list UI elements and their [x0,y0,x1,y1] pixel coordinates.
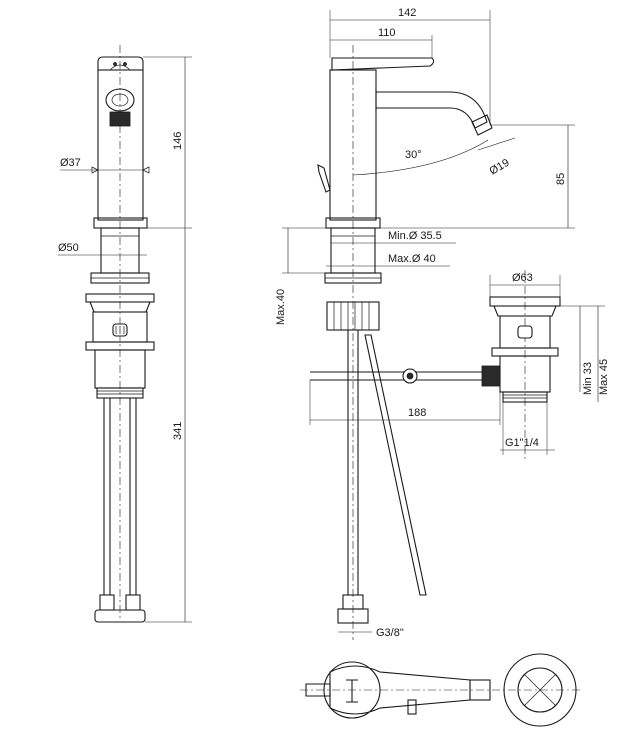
dim-spout-height: 85 [555,173,567,185]
dim-lever-length: 110 [378,27,396,39]
dim-total-height: 341 [172,422,184,440]
dim-body-height: 146 [172,132,184,150]
dim-spout-angle: 30° [405,149,422,161]
waste-detail: Ø63 Min 33 Max 45 G1"1/4 [481,270,610,460]
side-view: 142 110 30° Ø19 85 Min.Ø 35.5 Max.Ø 40 M… [275,7,575,640]
top-view [300,653,580,727]
dim-hole-max: Max.Ø 40 [388,253,436,265]
dim-waste-thread: G1"1/4 [505,437,539,449]
front-view: Ø37 Ø50 146 341 [58,45,192,623]
dim-supply-thread: G3/8" [376,627,404,639]
dim-deck-max: Max.40 [275,289,287,325]
dim-pull-rod-length: 188 [408,407,426,419]
dim-waste-max: Max 45 [598,359,610,395]
dim-aerator-diameter: Ø19 [488,157,512,178]
dim-hole-min: Min.Ø 35.5 [388,230,442,242]
dim-spout-reach: 142 [398,7,416,19]
dim-waste-diameter: Ø63 [512,272,533,284]
dim-body-diameter: Ø37 [60,157,81,169]
dim-waste-min: Min 33 [582,362,594,395]
dim-flange-diameter: Ø50 [58,242,79,254]
